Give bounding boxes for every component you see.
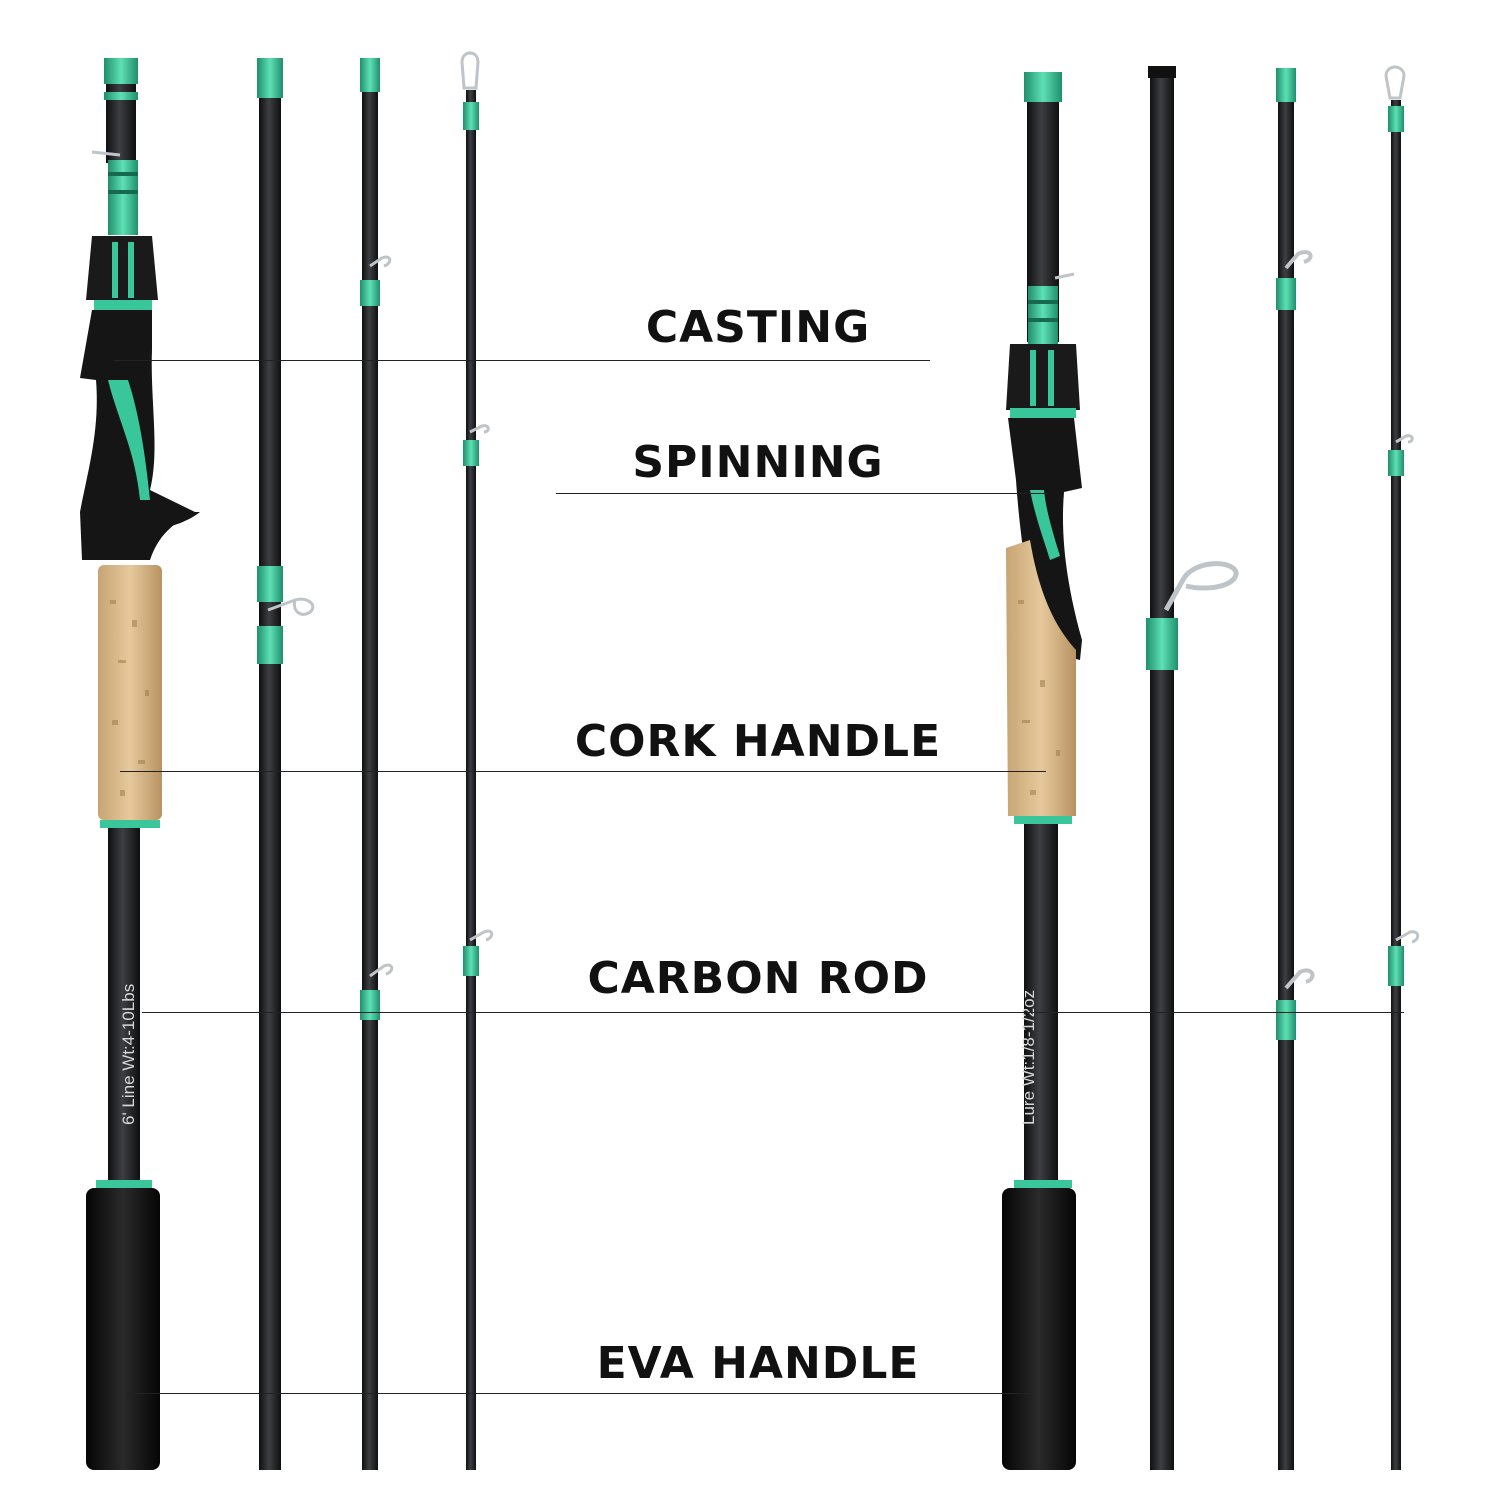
carbon-rod-leader-line (142, 1012, 1404, 1013)
spinning-stripping-guide (1054, 272, 1075, 280)
eva-handle-label: EVA HANDLE (596, 1338, 920, 1389)
casting-section-2 (257, 58, 315, 1470)
spinning-cork-grip (1006, 540, 1076, 816)
spinning-guide-2a (1163, 561, 1239, 612)
casting-cork-grip (98, 565, 162, 820)
casting-tip-section (460, 51, 494, 1470)
casting-reel-seat-nut (86, 236, 158, 300)
casting-butt-wrap-top (104, 58, 138, 84)
spinning-tip-section (1384, 65, 1420, 1470)
casting-tip-top (460, 51, 480, 90)
spinning-label: SPINNING (632, 437, 884, 488)
casting-eva-grip (86, 1188, 160, 1470)
casting-section-2-ferrule (257, 58, 283, 98)
spinning-leader-line (556, 493, 1048, 494)
spinning-section-3 (1276, 68, 1315, 1470)
casting-label: CASTING (645, 302, 871, 353)
spinning-butt-spec: Lure Wt:1/8-1/2oz (1019, 990, 1038, 1125)
cork-handle-label: CORK HANDLE (574, 716, 942, 767)
casting-leader-line (113, 360, 930, 361)
casting-guide-3a (369, 255, 392, 268)
cork-handle-leader-line (120, 771, 1046, 772)
eva-handle-leader-line (126, 1393, 1032, 1394)
spinning-reel-seat-nut (1006, 344, 1080, 410)
casting-butt-spec: 6' Line Wt:4-10Lbs (119, 984, 138, 1125)
casting-butt-blank (108, 828, 140, 1188)
spinning-butt-blank (1024, 824, 1058, 1184)
spinning-butt-section: Lure Wt:1/8-1/2oz (1002, 72, 1082, 1470)
carbon-rod-label: CARBON ROD (587, 953, 929, 1004)
casting-stripping-guide (91, 150, 121, 157)
casting-butt-section: 6' Line Wt:4-10Lbs (80, 58, 200, 1470)
spinning-eva-grip (1002, 1188, 1076, 1470)
casting-section-3 (360, 58, 394, 1470)
spinning-guide-3a (1284, 250, 1313, 270)
casting-trigger (150, 512, 200, 528)
spinning-section-2 (1146, 66, 1239, 1470)
spinning-tip-top (1384, 65, 1406, 100)
casting-reel-seat-threads (108, 160, 138, 235)
spinning-guide-3b (1284, 968, 1315, 990)
casting-guide-2a (267, 597, 315, 616)
casting-guide-3b (369, 963, 394, 978)
